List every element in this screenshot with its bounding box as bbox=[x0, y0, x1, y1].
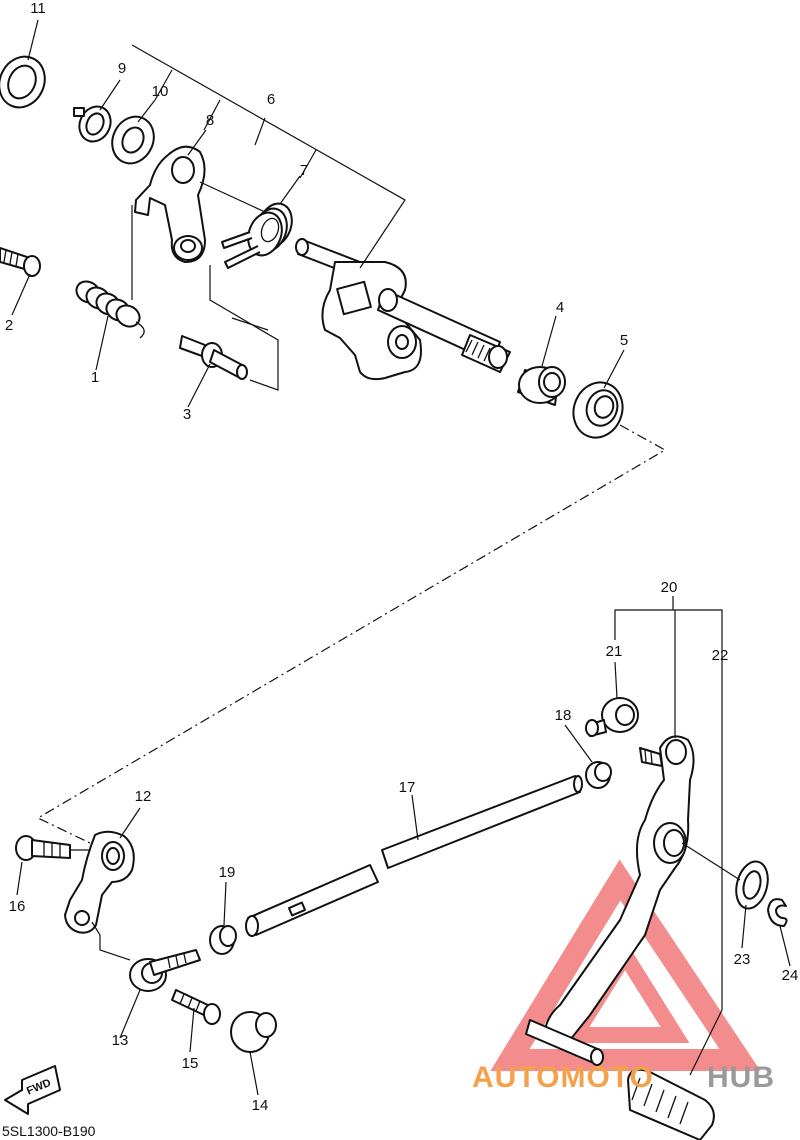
fwd-arrow: FWD bbox=[4, 1065, 61, 1115]
arm-to-link-leader bbox=[91, 921, 131, 961]
callout-22: 22 bbox=[712, 647, 729, 664]
callout-24: 24 bbox=[782, 967, 799, 984]
watermark-text-orange: AUTOMOTO bbox=[472, 1061, 654, 1094]
callout-20: 20 bbox=[661, 579, 678, 596]
part-3-stopper-pin[interactable] bbox=[179, 335, 248, 380]
callout-15: 15 bbox=[182, 1055, 199, 1072]
callout-10: 10 bbox=[152, 83, 169, 100]
part-21-rod-end-upper[interactable] bbox=[585, 697, 639, 737]
callout-18: 18 bbox=[555, 707, 572, 724]
watermark-triangle-outer bbox=[490, 859, 761, 1071]
part-18-nut[interactable] bbox=[564, 724, 612, 789]
part-9-circlip[interactable] bbox=[73, 101, 116, 146]
lower-bracket-lines bbox=[614, 596, 741, 1076]
c16-leader bbox=[16, 861, 23, 896]
c12-leader bbox=[119, 807, 141, 839]
part-5-oil-seal[interactable] bbox=[566, 375, 630, 444]
watermark-text-gray: HUB bbox=[707, 1061, 775, 1094]
callout-21: 21 bbox=[606, 643, 623, 660]
callout-7: 7 bbox=[300, 162, 308, 179]
part-10-washer[interactable] bbox=[105, 110, 162, 170]
part-15-bolt[interactable] bbox=[171, 989, 221, 1053]
part-19-nut[interactable] bbox=[209, 881, 237, 955]
callout-5: 5 bbox=[620, 332, 628, 349]
diagram-code: 5SL1300-B190 bbox=[2, 1123, 96, 1139]
part-23-washer[interactable] bbox=[731, 858, 772, 949]
callout-labels: 11 9 10 6 8 7 2 1 3 4 5 20 21 22 18 17 1… bbox=[5, 0, 799, 1114]
part-17-shift-rod[interactable] bbox=[245, 775, 583, 937]
dash-link-line bbox=[36, 424, 667, 844]
part-12-shift-arm[interactable] bbox=[64, 830, 135, 934]
callout-6: 6 bbox=[267, 91, 275, 108]
callout-3: 3 bbox=[183, 406, 191, 423]
upper-leader-lines bbox=[11, 19, 625, 408]
part-8-plate[interactable] bbox=[134, 145, 206, 263]
callout-12: 12 bbox=[135, 788, 152, 805]
part-11-washer[interactable] bbox=[0, 49, 53, 115]
part-1-spring[interactable] bbox=[73, 277, 145, 339]
callout-1: 1 bbox=[91, 369, 99, 386]
callout-9: 9 bbox=[118, 60, 126, 77]
part-13-rod-end[interactable] bbox=[119, 949, 201, 1039]
callout-16: 16 bbox=[9, 898, 26, 915]
part-7-torsion-spring[interactable] bbox=[221, 199, 298, 269]
watermark-text: AUTOMOTO HUB bbox=[472, 1061, 775, 1094]
callout-17: 17 bbox=[399, 779, 416, 796]
callout-8: 8 bbox=[206, 112, 214, 129]
callout-13: 13 bbox=[112, 1032, 129, 1049]
callout-23: 23 bbox=[734, 951, 751, 968]
part-24-circlip[interactable] bbox=[767, 898, 791, 967]
callout-11: 11 bbox=[30, 0, 46, 17]
part-2-bolt[interactable] bbox=[0, 247, 41, 277]
callout-2: 2 bbox=[5, 317, 13, 334]
part-4-bushing[interactable] bbox=[517, 366, 566, 406]
callout-14: 14 bbox=[252, 1097, 269, 1114]
callout-4: 4 bbox=[556, 299, 564, 316]
part-6-shift-shaft[interactable] bbox=[295, 238, 511, 381]
callout-19: 19 bbox=[219, 864, 236, 881]
part-14-ball-joint[interactable] bbox=[230, 1011, 277, 1096]
part-22-shift-pedal[interactable] bbox=[525, 735, 715, 1140]
